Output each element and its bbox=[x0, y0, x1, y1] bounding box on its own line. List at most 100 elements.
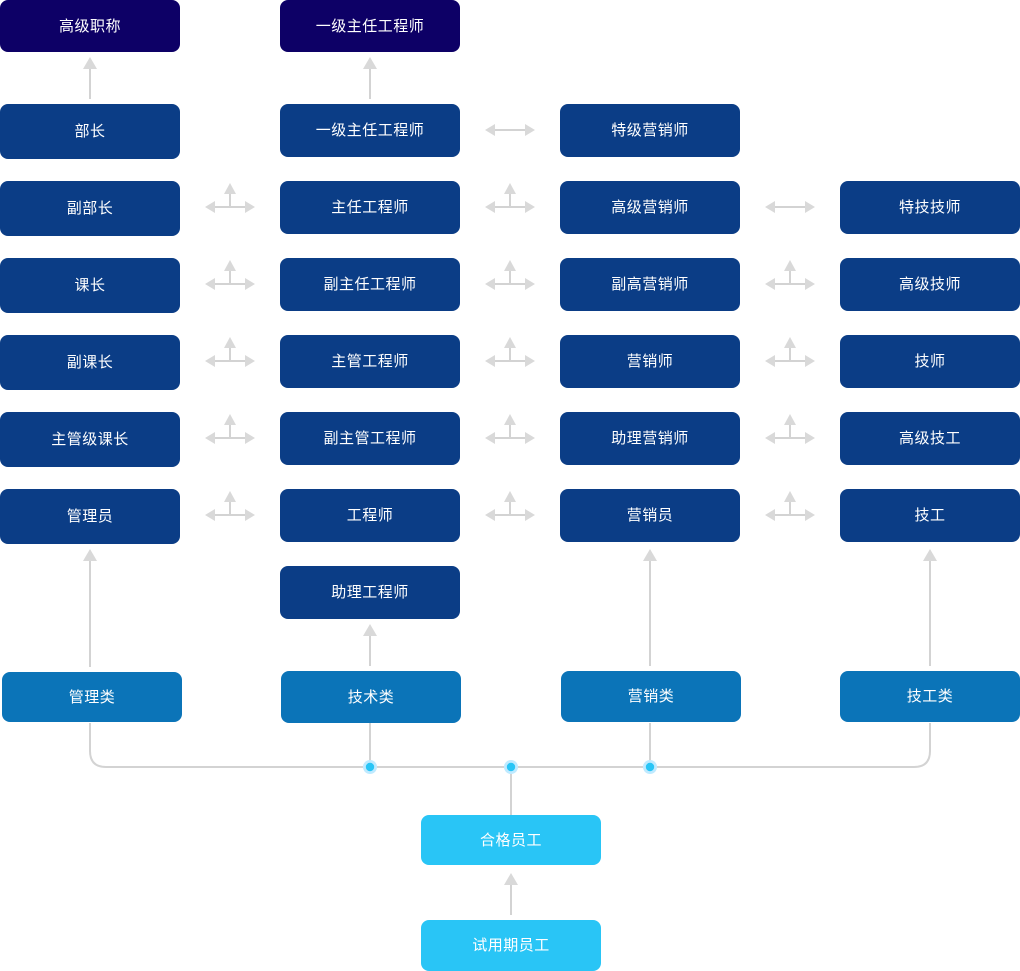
node-deputy-section-chief[interactable]: 副课长 bbox=[0, 335, 180, 390]
connector-t-row5-c1-c2 bbox=[205, 337, 255, 367]
family-bus bbox=[89, 723, 931, 815]
connector-t-row5-c1-c2-head-up bbox=[224, 337, 236, 348]
node-supervising-engineer[interactable]: 主管工程师 bbox=[280, 335, 460, 388]
connector-t-row4-c2-c3-head-left bbox=[485, 278, 495, 290]
connector-t-row6-c3-c4-head-up bbox=[784, 414, 796, 425]
node-first-class-chief-engineer-top[interactable]: 一级主任工程师 bbox=[280, 0, 460, 52]
connector-t-row7-c1-c2-head-right bbox=[245, 509, 255, 521]
connector-t-row3-c1-c2-head-left bbox=[205, 201, 215, 213]
node-department-head[interactable]: 部长 bbox=[0, 104, 180, 159]
connector-t-row7-c3-c4-head-left bbox=[765, 509, 775, 521]
node-engineer[interactable]: 工程师 bbox=[280, 489, 460, 542]
connector-t-row4-c1-c2-head-right bbox=[245, 278, 255, 290]
arrow-up-tech-top-head bbox=[363, 57, 377, 69]
node-craftsman[interactable]: 技工 bbox=[840, 489, 1020, 542]
node-first-class-chief-engineer[interactable]: 一级主任工程师 bbox=[280, 104, 460, 157]
connector-t-row5-c1-c2-head-right bbox=[245, 355, 255, 367]
connector-t-row4-c1-c2-head-left bbox=[205, 278, 215, 290]
node-deputy-supervising-engineer[interactable]: 副主管工程师 bbox=[280, 412, 460, 465]
connector-h-row3-c3-c4-head-right bbox=[805, 201, 815, 213]
node-qualified-employee[interactable]: 合格员工 bbox=[421, 815, 601, 865]
node-senior-craftsman[interactable]: 高级技工 bbox=[840, 412, 1020, 465]
connector-t-row7-c2-c3-head-left bbox=[485, 509, 495, 521]
arrow-up-probation-qualified bbox=[504, 873, 518, 915]
connector-t-row6-c3-c4-head-left bbox=[765, 432, 775, 444]
connector-t-row7-c2-c3-head-up bbox=[504, 491, 516, 502]
junction-dot-center-core bbox=[506, 762, 516, 772]
connector-t-row6-c2-c3-head-right bbox=[525, 432, 535, 444]
node-family-marketing[interactable]: 营销类 bbox=[561, 671, 741, 722]
arrow-up-tech-top bbox=[363, 57, 377, 99]
arrow-up-probation-qualified-head bbox=[504, 873, 518, 885]
junction-dot-center-halo bbox=[504, 760, 518, 774]
connector-h-row2-c2-c3 bbox=[485, 124, 535, 136]
connector-t-row7-c3-c4-head-right bbox=[805, 509, 815, 521]
node-section-chief[interactable]: 课长 bbox=[0, 258, 180, 313]
node-technician[interactable]: 技师 bbox=[840, 335, 1020, 388]
node-supervisor-section-chief[interactable]: 主管级课长 bbox=[0, 412, 180, 467]
junction-dot-center bbox=[504, 760, 518, 774]
arrow-up-mkt-family bbox=[643, 549, 657, 666]
node-special-skill-technician[interactable]: 特技技师 bbox=[840, 181, 1020, 234]
connector-h-row2-c2-c3-head-left bbox=[485, 124, 495, 136]
arrow-up-tech-family bbox=[363, 624, 377, 666]
node-deputy-chief-engineer[interactable]: 副主任工程师 bbox=[280, 258, 460, 311]
connector-t-row6-c2-c3-head-up bbox=[504, 414, 516, 425]
node-marketer[interactable]: 营销师 bbox=[560, 335, 740, 388]
connector-t-row4-c2-c3-head-right bbox=[525, 278, 535, 290]
node-chief-engineer[interactable]: 主任工程师 bbox=[280, 181, 460, 234]
connector-t-row6-c1-c2-head-up bbox=[224, 414, 236, 425]
node-assistant-engineer[interactable]: 助理工程师 bbox=[280, 566, 460, 619]
connector-t-row5-c3-c4-head-right bbox=[805, 355, 815, 367]
node-family-technical[interactable]: 技术类 bbox=[281, 671, 461, 723]
connector-h-row3-c3-c4-head-left bbox=[765, 201, 775, 213]
connector-t-row6-c2-c3 bbox=[485, 414, 535, 444]
connector-t-row7-c3-c4 bbox=[765, 491, 815, 521]
node-family-craft[interactable]: 技工类 bbox=[840, 671, 1020, 722]
connector-t-row4-c3-c4 bbox=[765, 260, 815, 290]
junction-dot-marketing-halo bbox=[643, 760, 657, 774]
connector-t-row5-c2-c3-head-left bbox=[485, 355, 495, 367]
connector-h-row3-c3-c4 bbox=[765, 201, 815, 213]
node-assistant-marketer[interactable]: 助理营销师 bbox=[560, 412, 740, 465]
arrow-up-mgmt-family bbox=[83, 549, 97, 667]
node-associate-senior-marketer[interactable]: 副高营销师 bbox=[560, 258, 740, 311]
connector-t-row6-c3-c4 bbox=[765, 414, 815, 444]
connector-t-row7-c2-c3-head-right bbox=[525, 509, 535, 521]
connector-t-row6-c1-c2-head-right bbox=[245, 432, 255, 444]
connector-h-row2-c2-c3-head-right bbox=[525, 124, 535, 136]
connector-t-row7-c1-c2-head-left bbox=[205, 509, 215, 521]
connector-t-row7-c3-c4-head-up bbox=[784, 491, 796, 502]
node-marketing-clerk[interactable]: 营销员 bbox=[560, 489, 740, 542]
arrow-up-mkt-family-head bbox=[643, 549, 657, 561]
node-senior-technician[interactable]: 高级技师 bbox=[840, 258, 1020, 311]
arrow-up-mgmt-family-head bbox=[83, 549, 97, 561]
connector-t-row4-c3-c4-head-left bbox=[765, 278, 775, 290]
node-senior-title[interactable]: 高级职称 bbox=[0, 0, 180, 52]
connector-t-row7-c1-c2-head-up bbox=[224, 491, 236, 502]
connector-t-row4-c3-c4-head-right bbox=[805, 278, 815, 290]
connector-t-row3-c1-c2-head-right bbox=[245, 201, 255, 213]
connector-t-row4-c2-c3-head-up bbox=[504, 260, 516, 271]
connector-t-row5-c3-c4-head-left bbox=[765, 355, 775, 367]
connector-t-row3-c2-c3-head-right bbox=[525, 201, 535, 213]
node-family-management[interactable]: 管理类 bbox=[2, 672, 182, 722]
arrow-up-mgmt-top bbox=[83, 57, 97, 99]
arrow-up-mgmt-top-head bbox=[83, 57, 97, 69]
node-probation-employee[interactable]: 试用期员工 bbox=[421, 920, 601, 971]
connector-t-row3-c2-c3-head-up bbox=[504, 183, 516, 194]
connector-t-row5-c1-c2-head-left bbox=[205, 355, 215, 367]
connector-t-row5-c3-c4-head-up bbox=[784, 337, 796, 348]
connector-t-row7-c2-c3 bbox=[485, 491, 535, 521]
junction-dot-technical-core bbox=[365, 762, 375, 772]
connector-t-row5-c2-c3 bbox=[485, 337, 535, 367]
connector-t-row6-c3-c4-head-right bbox=[805, 432, 815, 444]
node-administrator[interactable]: 管理员 bbox=[0, 489, 180, 544]
node-senior-marketer[interactable]: 高级营销师 bbox=[560, 181, 740, 234]
connector-t-row5-c3-c4 bbox=[765, 337, 815, 367]
node-special-grade-marketer[interactable]: 特级营销师 bbox=[560, 104, 740, 157]
arrow-up-craft-family bbox=[923, 549, 937, 666]
connector-t-row5-c2-c3-head-right bbox=[525, 355, 535, 367]
node-deputy-department-head[interactable]: 副部长 bbox=[0, 181, 180, 236]
connector-t-row3-c2-c3 bbox=[485, 183, 535, 213]
